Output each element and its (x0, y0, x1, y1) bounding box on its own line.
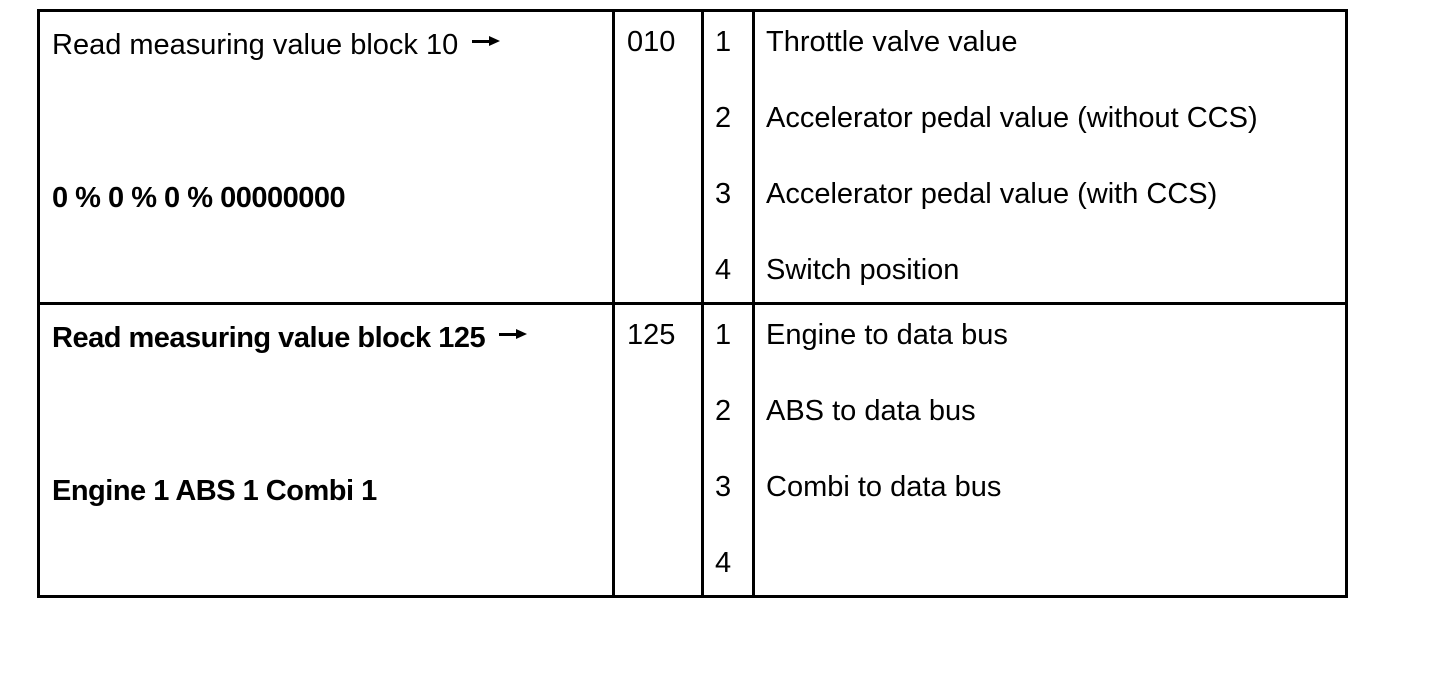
field-label: Throttle valve value (766, 26, 1018, 58)
block-title-text: Read measuring value block 10 (52, 29, 459, 61)
field-number: 3 (715, 471, 732, 503)
description-cell: Read measuring value block 10 0 % 0 % 0 … (40, 12, 615, 302)
block-code: 125 (627, 319, 676, 351)
field-label: Switch position (766, 254, 960, 286)
arrow-right-icon (472, 34, 501, 48)
description-cell: Read measuring value block 125 Engine 1 … (40, 305, 615, 595)
field-number: 4 (715, 254, 732, 286)
measuring-block-125: Read measuring value block 125 Engine 1 … (40, 302, 1345, 595)
field-number: 2 (715, 395, 732, 427)
field-label: Accelerator pedal value (with CCS) (766, 178, 1218, 210)
field-label: Engine to data bus (766, 319, 1008, 351)
field-label: Combi to data bus (766, 471, 1002, 503)
code-cell: 010 (615, 12, 704, 302)
field-number: 1 (715, 319, 732, 351)
block-title: Read measuring value block 10 (52, 29, 501, 62)
block-code: 010 (627, 26, 676, 58)
field-label-column: Throttle valve value Accelerator pedal v… (755, 12, 1345, 302)
field-number: 1 (715, 26, 732, 58)
arrow-right-icon (499, 327, 528, 341)
field-label: ABS to data bus (766, 395, 976, 427)
field-label: Accelerator pedal value (without CCS) (766, 102, 1258, 134)
block-value: 0 % 0 % 0 % 00000000 (52, 182, 346, 214)
field-number: 3 (715, 178, 732, 210)
field-number-column: 1 2 3 4 (704, 12, 755, 302)
code-cell: 125 (615, 305, 704, 595)
block-title-text: Read measuring value block 125 (52, 322, 486, 354)
field-label-column: Engine to data bus ABS to data bus Combi… (755, 305, 1345, 595)
field-number: 4 (715, 547, 732, 579)
field-number: 2 (715, 102, 732, 134)
field-number-column: 1 2 3 4 (704, 305, 755, 595)
measuring-block-10: Read measuring value block 10 0 % 0 % 0 … (40, 12, 1345, 302)
measuring-value-table: Read measuring value block 10 0 % 0 % 0 … (37, 9, 1348, 598)
block-value: Engine 1 ABS 1 Combi 1 (52, 475, 377, 507)
block-title: Read measuring value block 125 (52, 322, 528, 355)
